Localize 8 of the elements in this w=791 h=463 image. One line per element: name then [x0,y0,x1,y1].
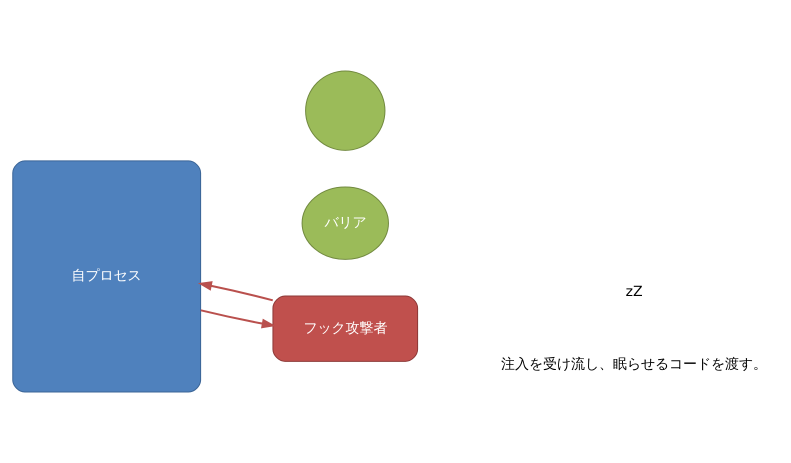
node-box: フック攻撃者 [272,296,418,362]
node-box: 自プロセス [12,160,202,392]
node-circle [305,70,386,151]
label: zZ [626,284,643,300]
arrow [200,309,276,328]
arrow [198,281,274,302]
node-ellipse: バリア [302,186,389,260]
label: 注入を受け流し、眠らせるコードを渡す。 [501,356,768,373]
